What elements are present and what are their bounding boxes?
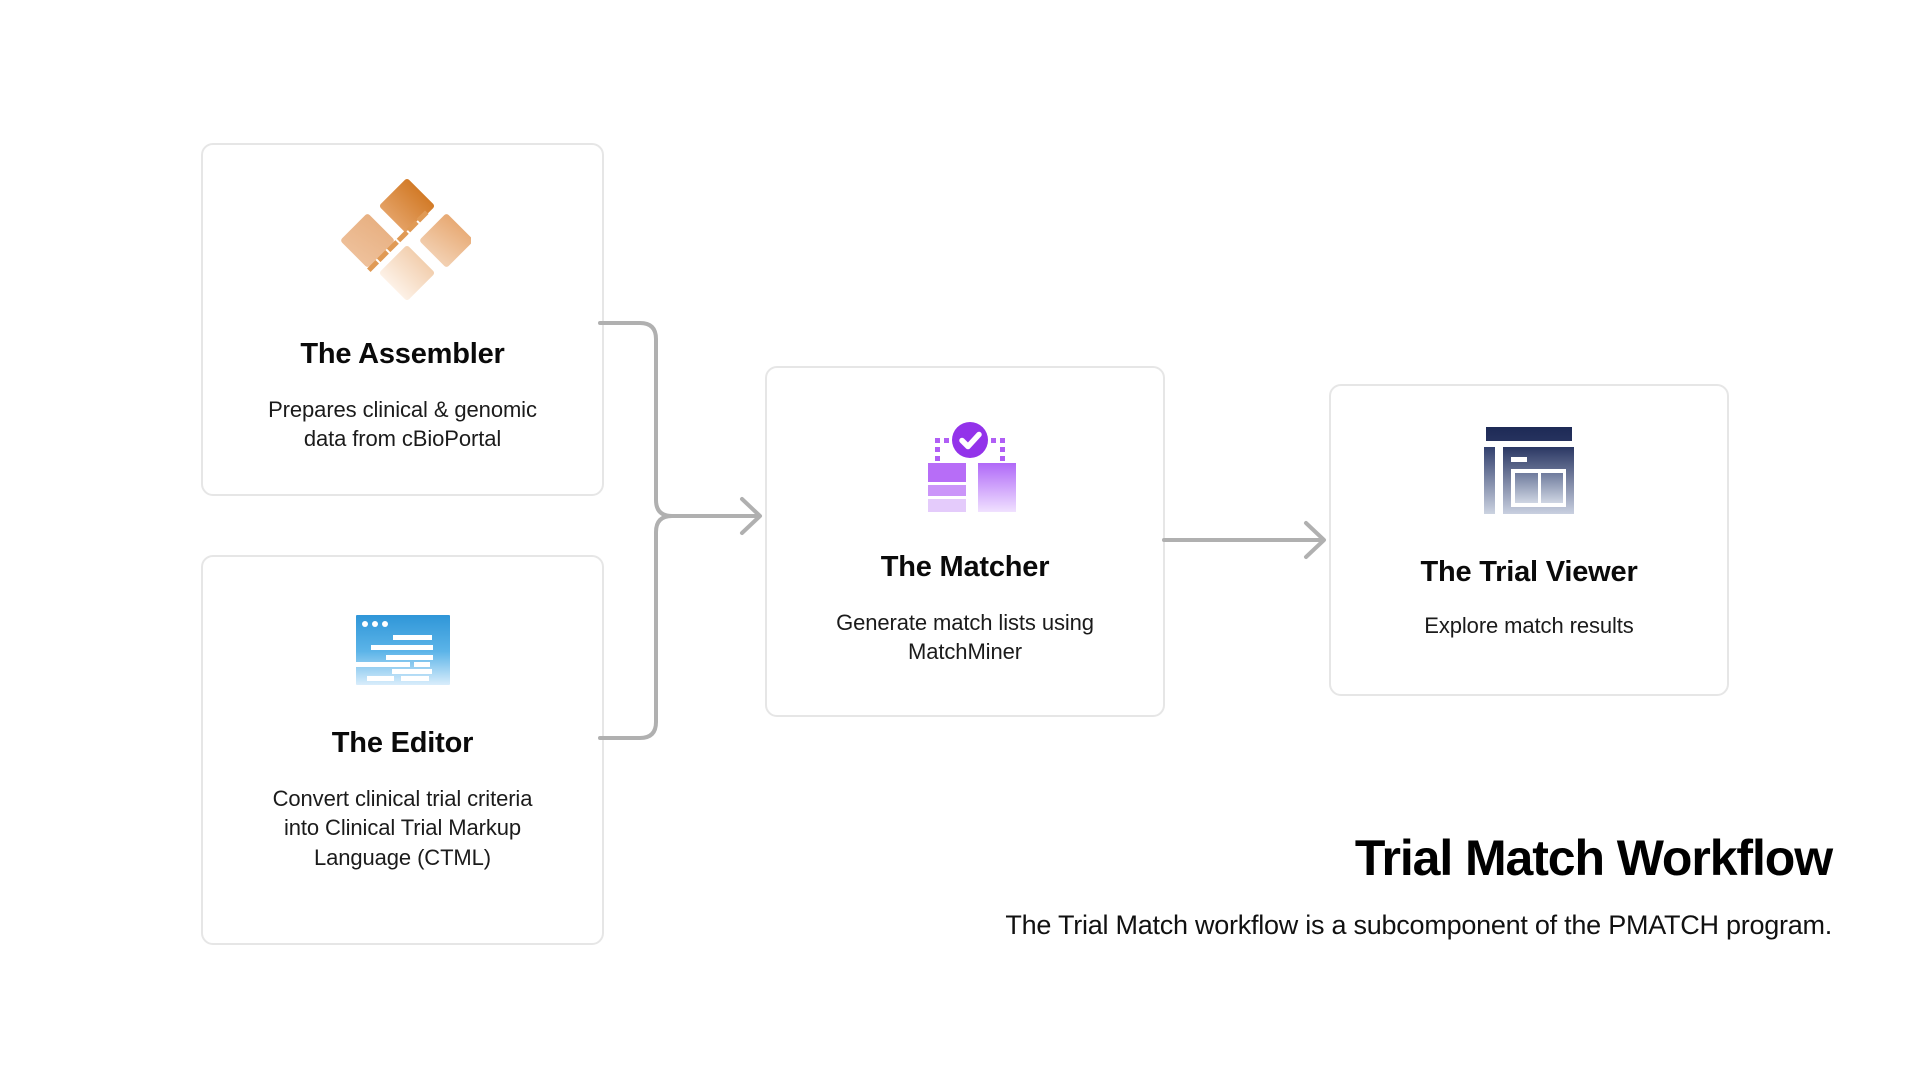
headline-block: Trial Match Workflow The Trial Match wor… [600, 830, 1833, 943]
connector-merge-arrow [598, 321, 762, 740]
node-card-viewer[interactable]: The Trial Viewer Explore match results [1329, 384, 1729, 696]
node-card-editor[interactable]: The Editor Convert clinical trial criter… [201, 555, 604, 945]
node-description: Convert clinical trial criteria into Cli… [272, 785, 533, 870]
node-description: Generate match lists using MatchMiner [836, 609, 1094, 665]
page-title: Trial Match Workflow [1354, 830, 1833, 886]
code-window-icon [355, 615, 450, 690]
match-check-bars-icon [914, 416, 1016, 517]
node-title: The Assembler [300, 338, 505, 370]
node-title: The Editor [331, 727, 474, 759]
node-card-matcher[interactable]: The Matcher Generate match lists using M… [765, 366, 1165, 717]
four-diamonds-icon [335, 178, 473, 305]
node-card-assembler[interactable]: The Assembler Prepares clinical & genomi… [201, 143, 604, 496]
node-description: Explore match results [1424, 612, 1634, 638]
node-title: The Matcher [880, 551, 1050, 583]
connector-straight-arrow [1162, 521, 1326, 559]
dashboard-layout-icon [1484, 427, 1574, 519]
node-title: The Trial Viewer [1420, 556, 1638, 588]
page-subtitle: The Trial Match workflow is a subcompone… [1005, 910, 1832, 940]
node-description: Prepares clinical & genomic data from cB… [268, 396, 537, 452]
